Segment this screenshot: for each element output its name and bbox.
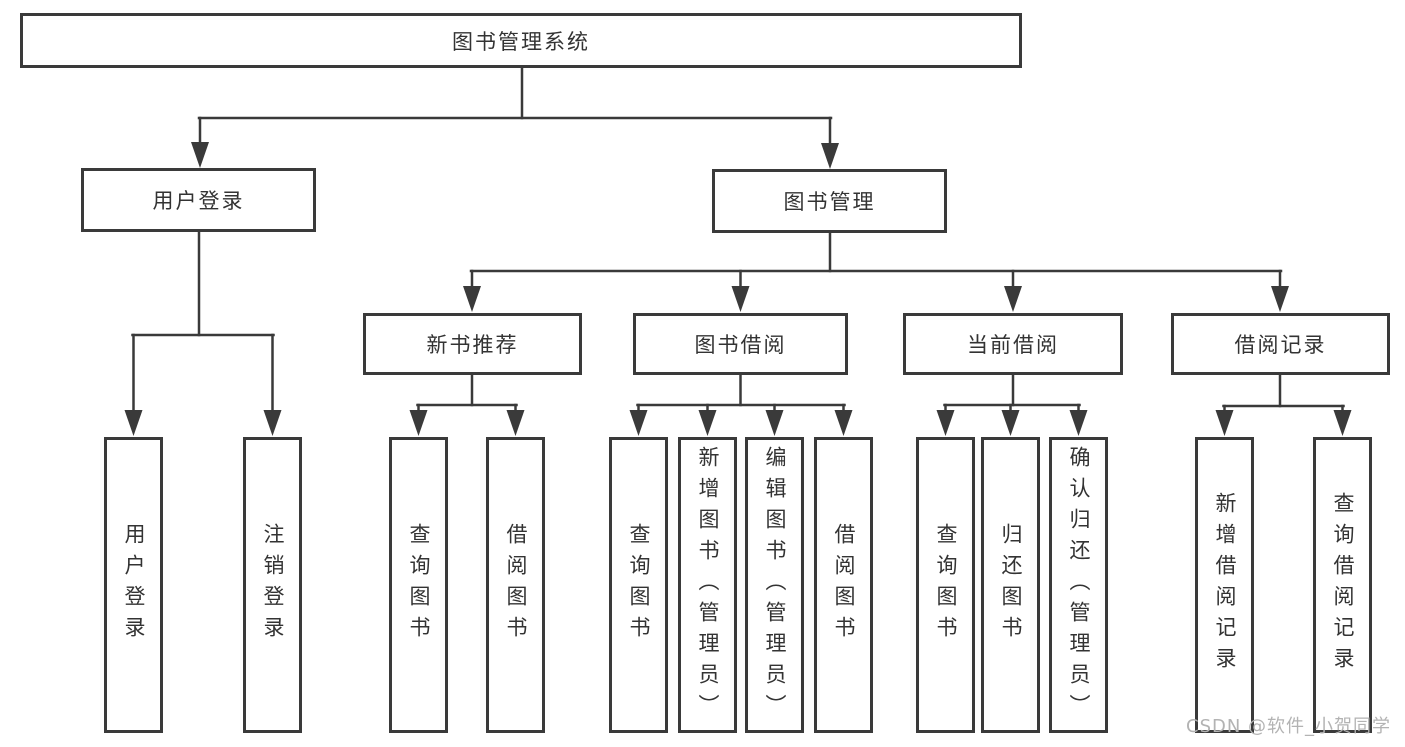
node-leaf-logout-label: 注销登录 [261, 523, 285, 647]
node-leaf-newbooks-query-books: 查询图书 [389, 437, 448, 733]
node-leaf-borrowing-borrow-books: 借阅图书 [814, 437, 873, 733]
node-leaf-query-borrow-record-label: 查询借阅记录 [1331, 492, 1355, 678]
node-leaf-newbooks-query-books-label: 查询图书 [407, 523, 431, 647]
connector-current-borrow-children [936, 372, 1088, 436]
node-leaf-confirm-return-admin: 确认归还（管理员） [1049, 437, 1108, 733]
node-leaf-user-login: 用户登录 [104, 437, 163, 733]
node-new-book-recommend-label: 新书推荐 [426, 333, 519, 357]
connector-book-mgmt-children [463, 230, 1289, 312]
node-root-label: 图书管理系统 [452, 29, 590, 54]
node-leaf-borrowing-query-books-label: 查询图书 [627, 523, 651, 647]
node-leaf-add-books-admin: 新增图书（管理员） [678, 437, 737, 733]
node-root-system: 图书管理系统 [20, 13, 1022, 68]
node-leaf-edit-books-admin: 编辑图书（管理员） [745, 437, 804, 733]
node-leaf-borrowing-query-books: 查询图书 [609, 437, 668, 733]
node-leaf-add-books-admin-label: 新增图书（管理员） [696, 445, 720, 725]
node-leaf-edit-books-admin-label: 编辑图书（管理员） [763, 445, 787, 725]
node-leaf-user-login-label: 用户登录 [122, 523, 146, 647]
node-leaf-logout: 注销登录 [243, 437, 302, 733]
node-leaf-current-query-books-label: 查询图书 [934, 523, 958, 647]
node-leaf-return-books-label: 归还图书 [999, 523, 1023, 647]
connector-new-books-children [409, 372, 525, 436]
node-borrow-records-label: 借阅记录 [1234, 333, 1327, 357]
connector-root-to-level2 [191, 65, 839, 169]
node-leaf-newbooks-borrow-books-label: 借阅图书 [504, 523, 528, 647]
node-current-borrowing-label: 当前借阅 [967, 333, 1059, 357]
node-book-management: 图书管理 [712, 169, 947, 233]
node-leaf-query-borrow-record: 查询借阅记录 [1313, 437, 1372, 733]
csdn-watermark: CSDN @软件_小贺同学 [1186, 716, 1392, 737]
node-leaf-borrowing-borrow-books-label: 借阅图书 [832, 523, 856, 647]
connector-borrow-records-children [1215, 372, 1352, 436]
node-borrow-records: 借阅记录 [1171, 313, 1390, 375]
node-book-management-label: 图书管理 [783, 190, 876, 214]
node-current-borrowing: 当前借阅 [903, 313, 1123, 375]
node-new-book-recommend: 新书推荐 [363, 313, 582, 375]
node-leaf-confirm-return-admin-label: 确认归还（管理员） [1067, 445, 1091, 725]
node-leaf-newbooks-borrow-books: 借阅图书 [486, 437, 545, 733]
node-leaf-add-borrow-record: 新增借阅记录 [1195, 437, 1254, 733]
node-leaf-current-query-books: 查询图书 [916, 437, 975, 733]
node-book-borrowing-label: 图书借阅 [694, 333, 787, 357]
connector-book-borrow-children [629, 372, 853, 436]
node-leaf-add-borrow-record-label: 新增借阅记录 [1213, 492, 1237, 678]
node-user-login: 用户登录 [81, 168, 316, 232]
connector-user-login-children [124, 229, 282, 436]
node-book-borrowing: 图书借阅 [633, 313, 848, 375]
node-user-login-label: 用户登录 [152, 189, 245, 213]
node-leaf-return-books: 归还图书 [981, 437, 1040, 733]
